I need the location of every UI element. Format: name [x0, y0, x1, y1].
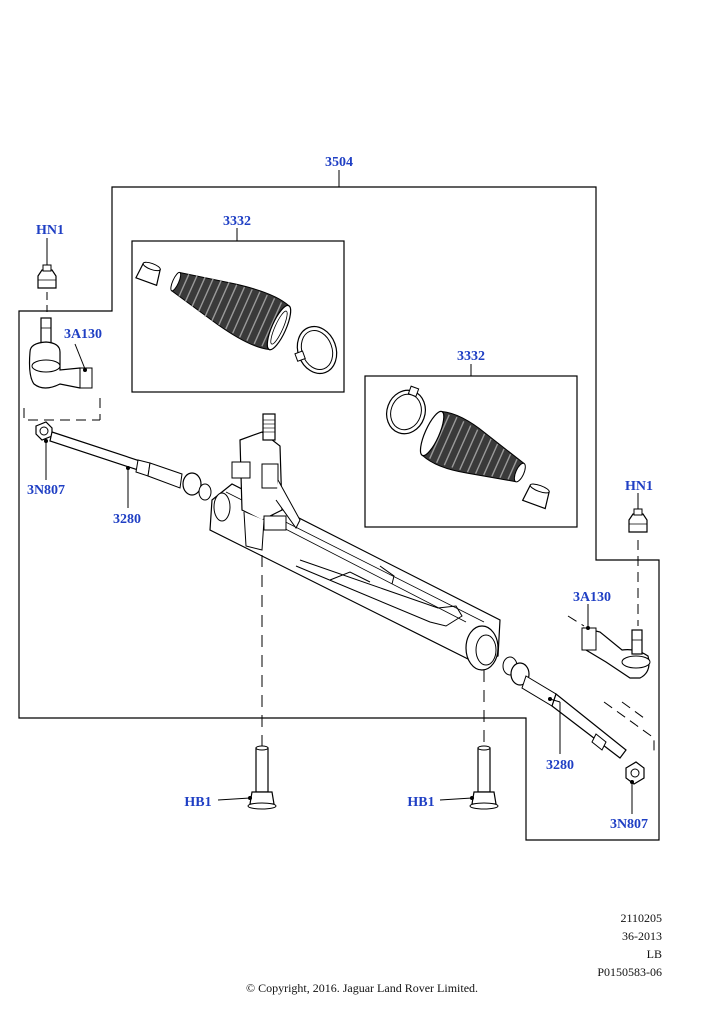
inner-tie-rod-right [502, 656, 627, 759]
callout-3332-left[interactable]: 3332 [223, 214, 251, 229]
callout-3280-left[interactable]: 3280 [113, 512, 141, 527]
locknut-left [35, 421, 53, 480]
dash-lines-right [567, 615, 655, 752]
inner-tie-rod-left [49, 431, 212, 508]
callout-3504[interactable]: 3504 [325, 155, 353, 170]
callout-hb1-left[interactable]: HB1 [184, 795, 211, 810]
callout-hb1-right[interactable]: HB1 [407, 795, 434, 810]
callout-3a130-left[interactable]: 3A130 [64, 327, 102, 342]
reference-block: 2110205 36-2013 LB P0150583-06 [597, 909, 662, 981]
callout-hn1-right[interactable]: HN1 [625, 479, 653, 494]
boot-right-group [386, 385, 550, 510]
locknut-right [625, 761, 645, 814]
reference-line-2: 36-2013 [622, 929, 662, 943]
tie-rod-end-left [28, 317, 93, 389]
boot-left-group [135, 261, 338, 375]
assembly-outline [18, 186, 660, 841]
boot-kit-left-box [131, 240, 345, 393]
reference-line-4: P0150583-06 [597, 965, 662, 979]
dash-lines-left [23, 398, 101, 421]
callout-3n807-left[interactable]: 3N807 [27, 483, 65, 498]
callout-hn1-left[interactable]: HN1 [36, 223, 64, 238]
callout-3280-right[interactable]: 3280 [546, 758, 574, 773]
bolt-right [439, 745, 499, 810]
callout-3a130-right[interactable]: 3A130 [573, 590, 611, 605]
bolt-left [217, 745, 277, 810]
reference-line-1: 2110205 [620, 911, 662, 925]
callout-3332-right[interactable]: 3332 [457, 349, 485, 364]
reference-line-3: LB [646, 947, 662, 961]
nut-right [628, 493, 648, 533]
tie-rod-end-right [581, 604, 651, 679]
nut-left [37, 238, 57, 289]
steering-rack-body [209, 413, 501, 671]
copyright-notice: © Copyright, 2016. Jaguar Land Rover Lim… [245, 981, 479, 995]
callout-3n807-right[interactable]: 3N807 [610, 817, 648, 832]
